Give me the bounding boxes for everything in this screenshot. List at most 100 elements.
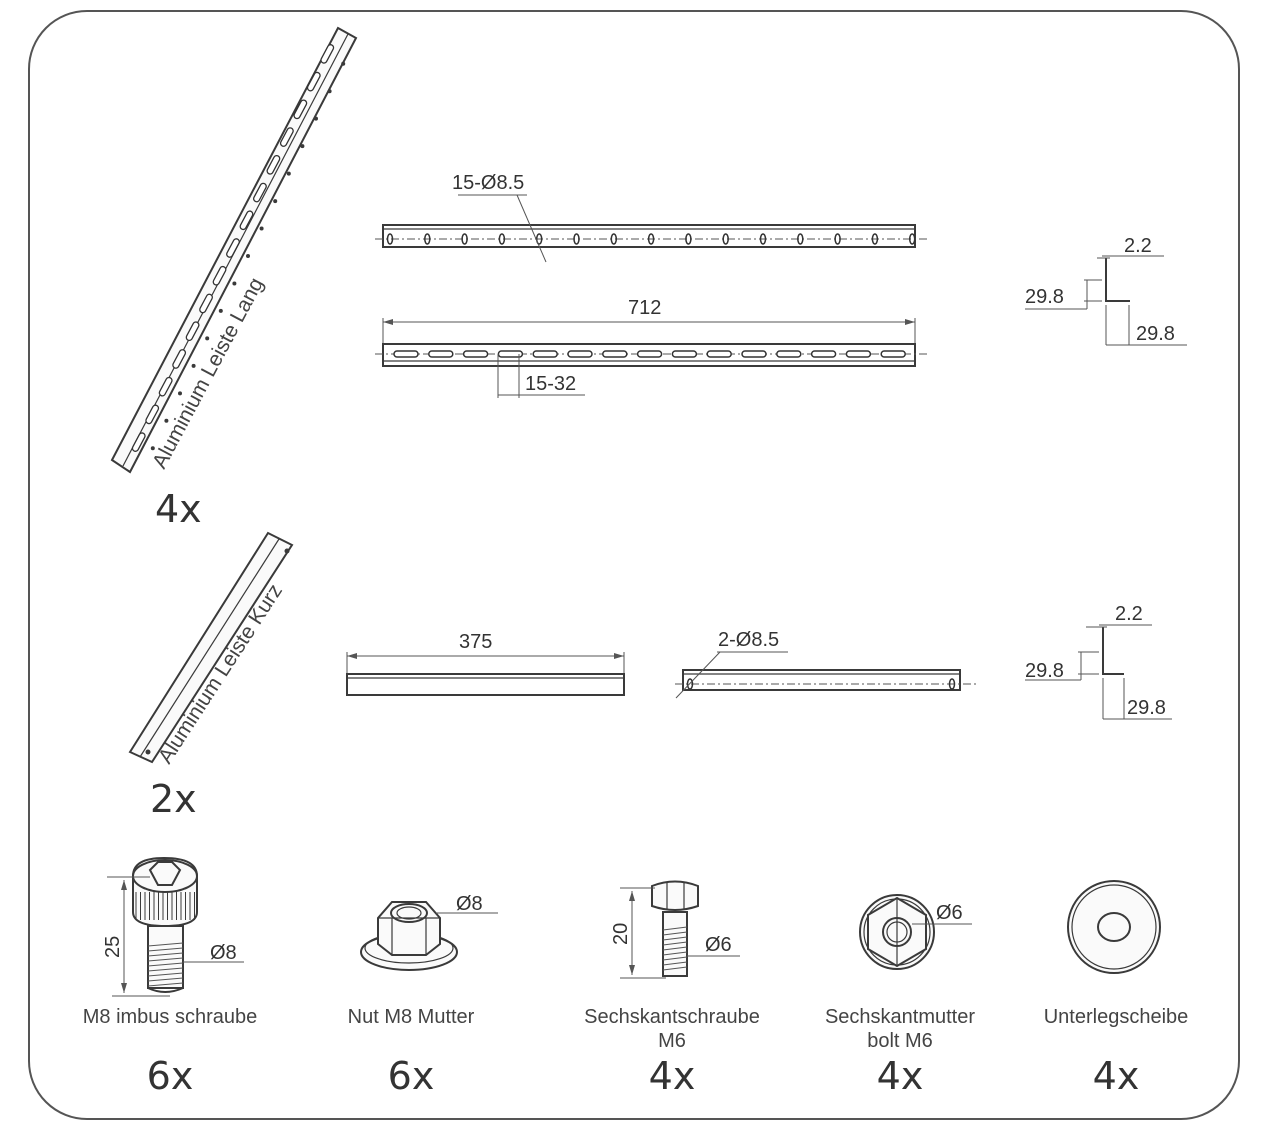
thread-line: [147, 942, 184, 947]
long-rail-holes-view: [375, 224, 930, 248]
long-rail-diag-hole: [164, 418, 169, 423]
thread-line: [147, 952, 184, 957]
hw3-qty: 4x: [649, 1054, 696, 1098]
hw4-qty: 4x: [877, 1054, 924, 1098]
long-rail-slot: [845, 350, 872, 358]
long-rail-profile-icon: [1025, 255, 1187, 346]
long-rail-diag-slot: [266, 154, 281, 175]
long-rail-hole: [759, 233, 767, 245]
long-rail-profile-thickness: 2.2: [1124, 235, 1152, 257]
thread-line: [147, 947, 184, 952]
short-rail-qty: 2x: [150, 777, 197, 821]
short-rail-icon: [128, 531, 294, 764]
long-rail-diag-hole: [232, 281, 237, 286]
long-rail-slot: [393, 350, 419, 358]
socket-head-bolt-icon: [107, 856, 244, 997]
short-rail-side-view: [346, 652, 625, 696]
thread-line: [662, 961, 688, 966]
long-rail-diag-slot: [226, 238, 240, 258]
thread-line: [147, 977, 184, 982]
thread-line: [147, 972, 184, 977]
long-rail-diag-slot: [131, 432, 146, 452]
thread-line: [662, 946, 688, 951]
thread-line: [147, 957, 184, 962]
hw4-name-line2: bolt M6: [867, 1030, 933, 1052]
long-rail-qty: 4x: [155, 487, 202, 531]
hw2-name: Nut M8 Mutter: [348, 1006, 475, 1028]
long-rail-diag-hole: [327, 89, 332, 94]
long-rail-diag-slot: [185, 321, 200, 342]
hw5-qty: 4x: [1093, 1054, 1140, 1098]
hw1-dim-diameter: Ø8: [210, 942, 237, 964]
long-rail-slot: [636, 350, 663, 358]
long-rail-diag-hole: [205, 336, 210, 341]
hw2-dim-diameter: Ø8: [456, 893, 483, 915]
washer-icon: [1067, 880, 1161, 974]
hw1-name: M8 imbus schraube: [83, 1006, 258, 1028]
long-rail-diag-hole: [191, 363, 196, 368]
hex-bolt-icon: [620, 880, 740, 979]
hex-nut-icon: [859, 894, 972, 970]
long-rail-diag-slot: [320, 44, 335, 64]
long-rail-hole: [424, 233, 431, 245]
long-rail-slots-view: [375, 318, 930, 398]
long-rail-profile-height: 29.8: [1025, 286, 1064, 308]
long-rail-hole: [498, 233, 506, 245]
long-rail-slot: [706, 350, 732, 358]
long-rail-holes-label: 15-Ø8.5: [452, 172, 524, 194]
long-rail-slot: [741, 350, 767, 358]
long-rail-diag-slot: [212, 265, 227, 286]
long-rail-diag-hole: [300, 144, 305, 149]
hw3-dim-diameter: Ø6: [705, 934, 732, 956]
long-rail-slot: [532, 350, 558, 358]
short-rail-profile-height: 29.8: [1025, 660, 1064, 682]
short-rail-profile-thickness: 2.2: [1115, 603, 1143, 625]
thread-line: [662, 966, 688, 971]
long-rail-diag-slot: [252, 182, 267, 203]
long-rail-diag-slot: [306, 71, 321, 92]
long-rail-diag-hole: [150, 446, 155, 451]
long-rail-hole: [461, 233, 468, 245]
long-rail-diag-slot: [279, 127, 294, 147]
long-rail-slot: [567, 350, 593, 358]
long-rail-diag-slot: [172, 349, 187, 369]
hw1-qty: 6x: [147, 1054, 194, 1098]
short-rail-holes-view: [675, 651, 976, 699]
long-rail-diag-hole: [273, 199, 278, 204]
long-rail-slot: [671, 350, 698, 358]
hw3-name-line2: M6: [658, 1030, 686, 1052]
thread-line: [147, 967, 184, 972]
long-rail-hole: [386, 233, 394, 245]
hw1-dim-length: 25: [102, 936, 124, 958]
long-rail-slot: [428, 350, 454, 358]
hw4-name-line1: Sechskantmutter: [825, 1006, 975, 1028]
long-rail-hole: [722, 233, 729, 245]
long-rail-diag-hole: [314, 116, 318, 121]
long-rail-diag-hole: [178, 391, 182, 396]
long-rail-hole: [685, 233, 692, 245]
thread-line: [147, 962, 184, 967]
short-rail-profile-width: 29.8: [1127, 697, 1166, 719]
hw4-dim-diameter: Ø6: [936, 902, 963, 924]
thread-line: [662, 936, 688, 941]
frame-border: [28, 10, 1240, 1120]
long-rail-hole: [908, 233, 916, 245]
long-rail-slot: [462, 350, 489, 358]
long-rail-slot: [776, 350, 802, 358]
long-rail-diag-hole: [341, 61, 346, 66]
long-rail-slots-label: 15-32: [525, 373, 576, 395]
long-rail-slot: [880, 350, 906, 358]
short-rail-holes-label: 2-Ø8.5: [718, 629, 779, 651]
long-rail-diag-hole: [259, 226, 264, 231]
long-rail-hole: [647, 233, 655, 245]
long-rail-diag-slot: [239, 210, 254, 231]
short-rail-profile-icon: [1025, 624, 1172, 720]
long-rail-hole: [797, 233, 804, 245]
long-rail-slot: [602, 350, 628, 358]
long-rail-diag-slot: [293, 99, 308, 120]
long-rail-diag-hole: [246, 254, 250, 258]
long-rail-profile-width: 29.8: [1136, 323, 1175, 345]
long-rail-diag-slot: [158, 376, 173, 397]
thread-line: [662, 926, 688, 931]
long-rail-diag-slot: [199, 293, 214, 314]
